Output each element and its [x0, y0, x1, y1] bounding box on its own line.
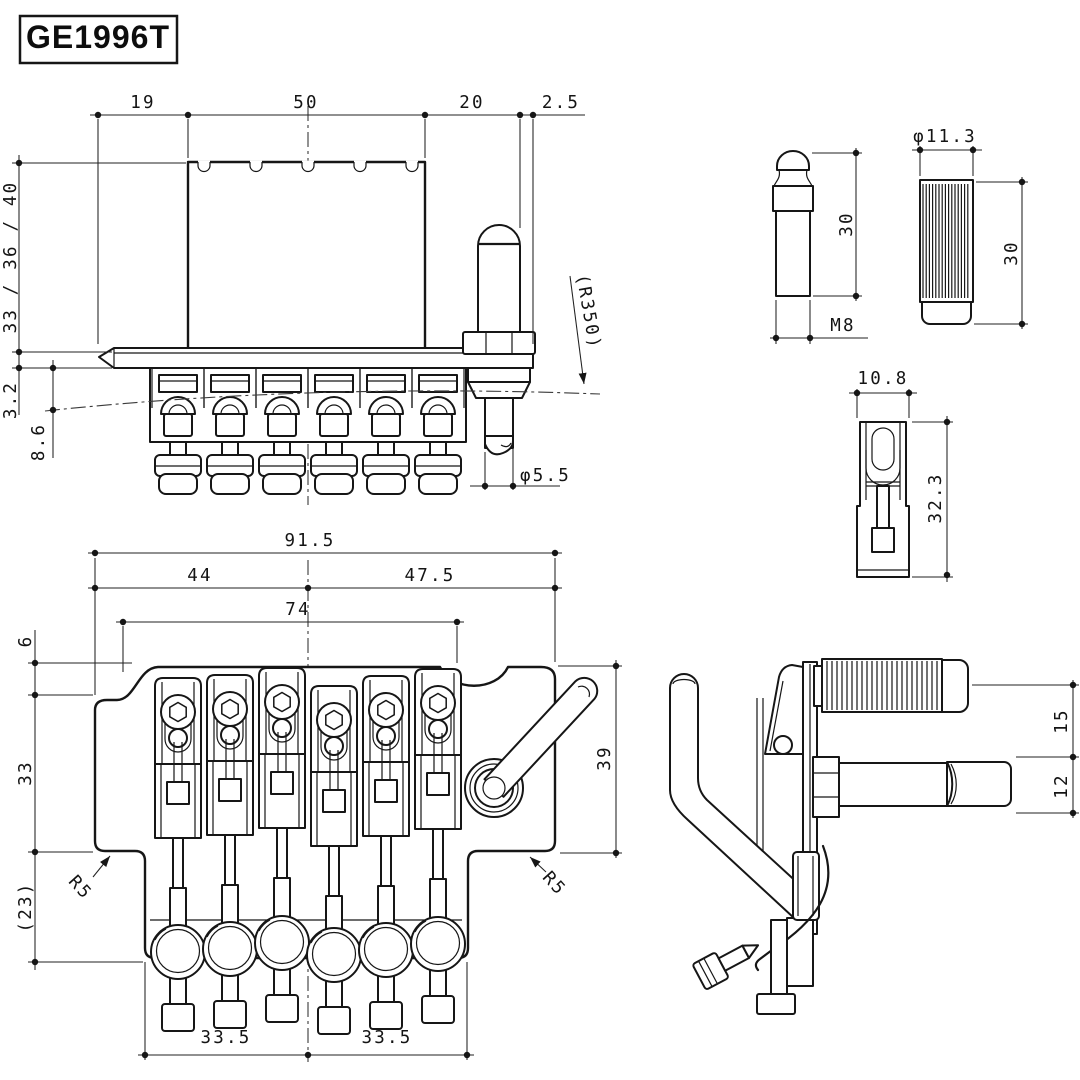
dim-bushing-length: 30	[1002, 240, 1022, 265]
anchor-bushing	[919, 179, 974, 325]
dim-right-of-center: 47.5	[405, 566, 456, 586]
string-radius-line	[44, 390, 601, 412]
dim-right-depth: 39	[595, 745, 615, 770]
arm-assembly	[462, 224, 536, 456]
front-view: 19 50 20 2.5 33 / 36 / 40 3.2 8.6 φ5.5 (…	[1, 93, 604, 505]
dim-knob-height: 15	[1052, 708, 1072, 733]
stud-view: 30 M8	[770, 148, 868, 344]
sustain-block	[186, 160, 427, 354]
saddle-profile	[764, 664, 804, 755]
dim-thread: M8	[830, 316, 855, 336]
arm-bracket	[756, 698, 764, 858]
plan-view: 91.5 44 47.5 74 6 33 (23) R5 R5 39 33.5 …	[16, 531, 622, 1062]
thumb-screw	[692, 944, 760, 990]
fine-tuner	[358, 922, 414, 1030]
dim-edge-step: 6	[16, 635, 36, 648]
side-view: 15 12	[669, 658, 1079, 1015]
dim-body-depth: 33	[16, 760, 36, 785]
stud-dimensions: 30 M8	[770, 148, 868, 344]
bushing-view: φ11.3 30	[912, 127, 1028, 329]
dim-front-50: 50	[293, 93, 318, 113]
fine-tuner	[150, 924, 206, 1032]
dim-corner-right: R5	[538, 868, 570, 900]
title-block: GE1996T	[18, 14, 179, 65]
dim-tuner-depth: (23)	[16, 882, 36, 933]
insert-dimensions: 10.8 32.3	[849, 369, 953, 582]
dim-corner-left: R5	[64, 872, 96, 904]
dim-overall-width: 91.5	[285, 531, 336, 551]
fine-tuner	[202, 921, 258, 1029]
dim-tuner-width-left: 33.5	[201, 1028, 252, 1048]
fine-tuner	[410, 916, 466, 1024]
bushing-dimensions: φ11.3 30	[912, 127, 1028, 329]
dim-saddle-radius: (R350)	[572, 273, 605, 352]
arm-socket	[464, 676, 599, 818]
dim-bushing-diameter: φ11.3	[913, 127, 977, 147]
lock-stud-side	[812, 756, 1012, 818]
tremolo-arm	[483, 676, 599, 798]
dim-front-string-height: 8.6	[29, 423, 49, 461]
arm-holder	[792, 851, 820, 921]
dim-tuner-width-right: 33.5	[362, 1028, 413, 1048]
fine-tuner-side	[813, 658, 969, 713]
saddle-housing	[149, 367, 467, 495]
insert-block	[856, 421, 910, 578]
dim-front-20: 20	[459, 93, 484, 113]
lock-stud	[772, 150, 814, 297]
block-notches	[197, 160, 419, 173]
dim-left-of-center: 44	[187, 566, 212, 586]
dim-stud-spacing: 74	[285, 600, 310, 620]
dim-front-19: 19	[130, 93, 155, 113]
insert-view: 10.8 32.3	[849, 369, 953, 582]
dim-front-block-height: 33 / 36 / 40	[1, 181, 21, 334]
dim-arm-diameter: φ5.5	[520, 466, 571, 486]
fine-tuner	[306, 927, 362, 1035]
dim-stud-length: 30	[837, 211, 857, 236]
model-number: GE1996T	[26, 19, 170, 55]
dim-insert-height: 32.3	[926, 473, 946, 524]
dim-insert-width: 10.8	[858, 369, 909, 389]
fine-tuner	[254, 915, 310, 1023]
side-dimensions: 15 12	[972, 680, 1079, 818]
lower-stud	[756, 919, 796, 1015]
dim-front-plate-thickness: 3.2	[1, 381, 21, 419]
dim-front-2-5: 2.5	[542, 93, 580, 113]
dim-stud-height: 12	[1052, 773, 1072, 798]
